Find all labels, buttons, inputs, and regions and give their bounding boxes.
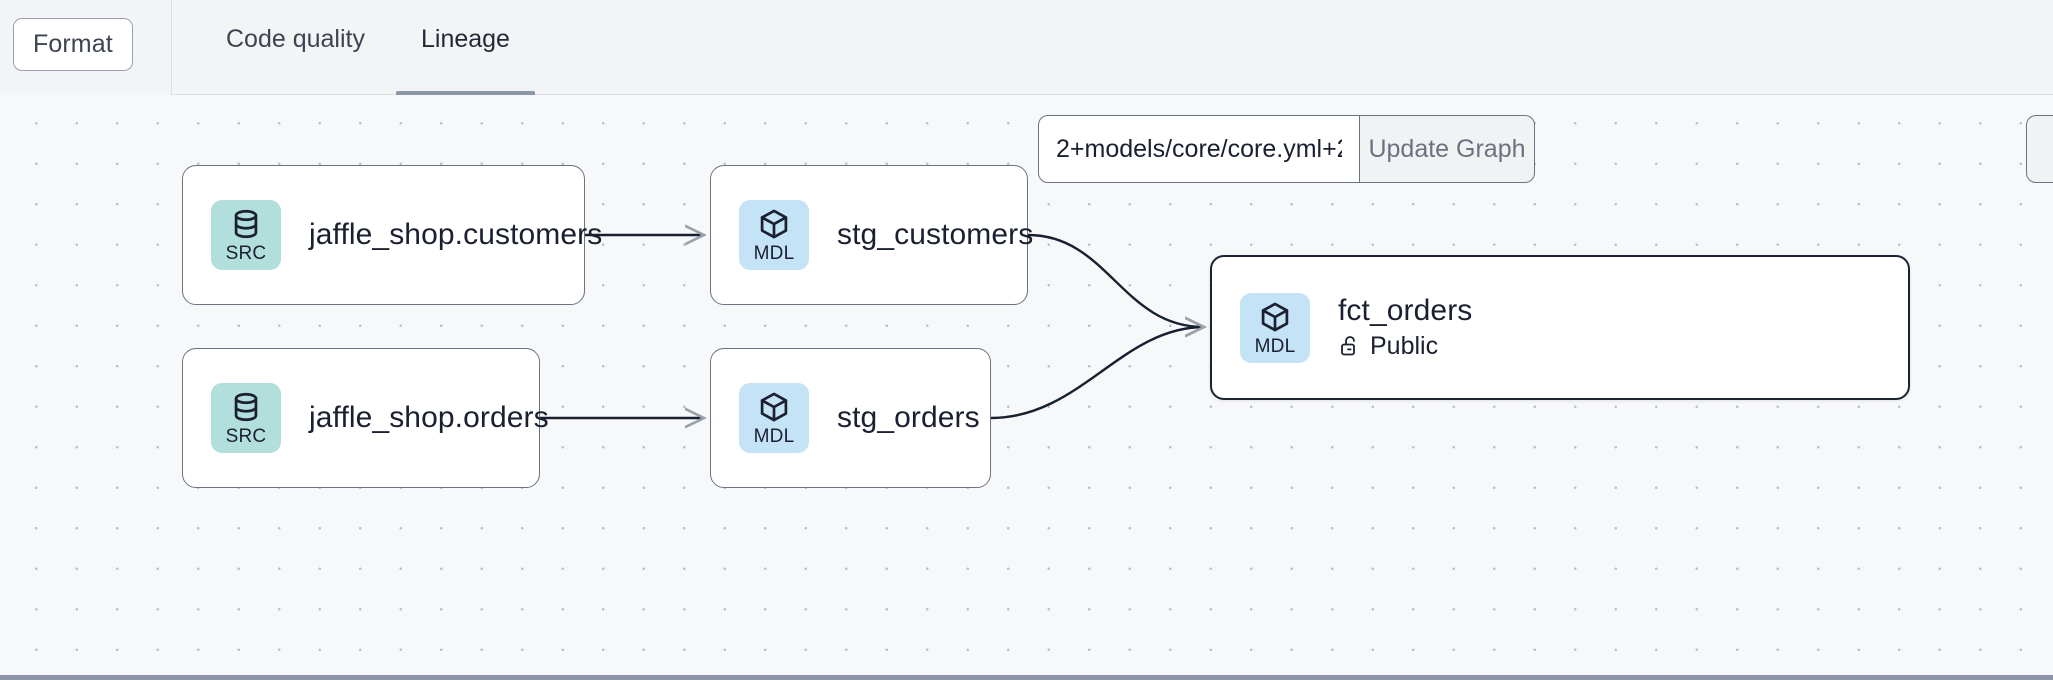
mdl-badge-label: MDL	[1254, 335, 1296, 357]
lineage-node-stg-customers[interactable]: MDL stg_customers	[710, 165, 1033, 305]
format-button[interactable]: Format	[13, 18, 133, 71]
node-body: jaffle_shop.customers	[309, 218, 628, 252]
graph-options-button[interactable]	[2026, 115, 2053, 183]
database-icon	[234, 392, 258, 422]
cube-icon	[1261, 302, 1289, 331]
mdl-badge-label: MDL	[753, 243, 795, 264]
src-badge-label: SRC	[225, 243, 267, 264]
node-body: jaffle_shop.orders	[309, 401, 575, 435]
node-body: stg_orders	[837, 401, 1006, 435]
edge-stg-orders-to-fct-orders	[990, 327, 1204, 420]
graph-controls: Update Graph	[1038, 115, 1535, 183]
unlock-icon	[1341, 336, 1355, 356]
update-graph-button[interactable]: Update Graph	[1360, 115, 1535, 183]
node-visibility: Public	[1338, 332, 1472, 361]
toolbar-left-group: Format	[0, 0, 172, 95]
lineage-node-stg-orders[interactable]: MDL stg_orders	[710, 348, 991, 488]
database-icon	[234, 209, 258, 239]
node-body: stg_customers	[837, 218, 1059, 252]
lineage-node-fct-orders[interactable]: MDL fct_orders Public	[1210, 255, 1910, 400]
mdl-badge: MDL	[1240, 292, 1310, 363]
mdl-badge-label: MDL	[753, 426, 795, 447]
dbt-selector-input[interactable]	[1038, 115, 1360, 183]
tab-lineage[interactable]: Lineage	[395, 0, 535, 95]
tab-code-quality[interactable]: Code quality	[224, 0, 367, 95]
lineage-canvas[interactable]: SRC jaffle_shop.customers MDL stg_custom…	[0, 95, 2053, 680]
src-badge: SRC	[211, 383, 281, 453]
lineage-node-src-orders[interactable]: SRC jaffle_shop.orders	[182, 348, 549, 488]
tab-code-quality-label: Code quality	[226, 25, 365, 53]
mdl-badge: MDL	[739, 200, 809, 270]
cube-icon	[760, 392, 788, 422]
src-badge-label: SRC	[225, 426, 267, 447]
node-title: fct_orders	[1338, 294, 1473, 328]
lineage-node-src-customers[interactable]: SRC jaffle_shop.customers	[182, 165, 602, 305]
cube-icon	[760, 209, 788, 239]
node-visibility-label: Public	[1370, 331, 1439, 360]
node-title: jaffle_shop.customers	[309, 218, 603, 252]
node-title: jaffle_shop.orders	[309, 401, 549, 435]
mdl-badge: MDL	[739, 383, 809, 453]
tab-bar: Code quality Lineage	[172, 0, 535, 95]
src-badge: SRC	[211, 200, 281, 270]
node-title: stg_customers	[837, 218, 1034, 252]
editor-toolbar: Format Code quality Lineage	[0, 0, 2053, 95]
node-body: fct_orders Public	[1338, 294, 1498, 361]
tab-lineage-label: Lineage	[420, 25, 510, 53]
node-title: stg_orders	[837, 401, 980, 435]
